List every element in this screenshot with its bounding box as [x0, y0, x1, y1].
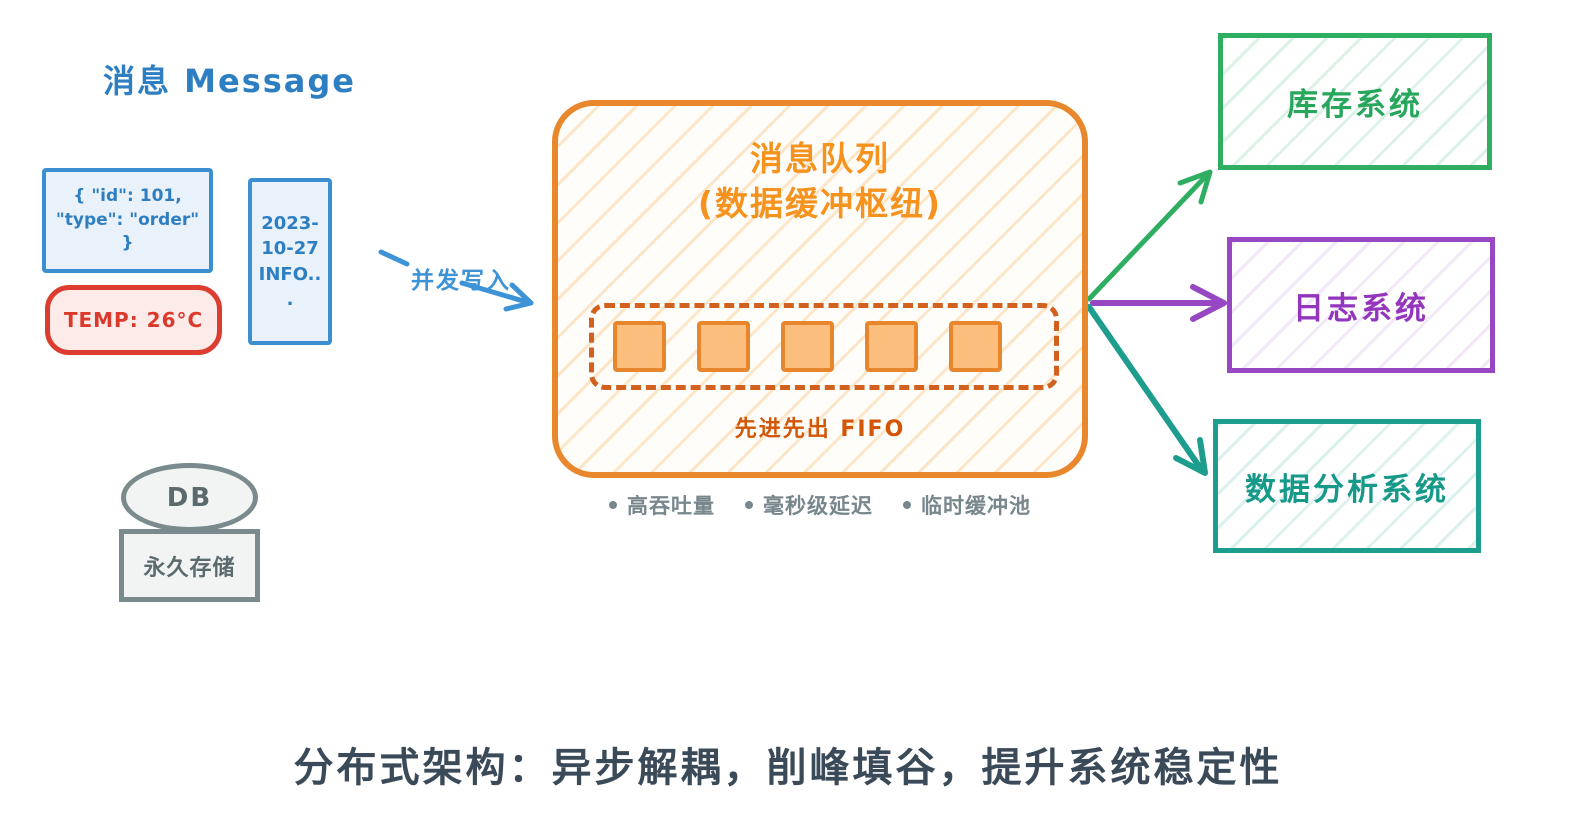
feature-item: 高吞吐量: [609, 490, 715, 520]
bullet-dot-icon: [745, 501, 753, 509]
log-line: 10-27: [261, 238, 319, 260]
json-line: { "id": 101,: [73, 185, 182, 206]
queue-slot: [949, 321, 1002, 372]
consumer-box-log: 日志系统: [1227, 237, 1495, 373]
queue-title: 消息队列 (数据缓冲枢纽): [558, 136, 1082, 226]
write-arrow-label: 并发写入: [411, 268, 511, 294]
bullet-dot-icon: [903, 501, 911, 509]
log-line: 2023-: [261, 213, 319, 235]
queue-slot: [613, 321, 666, 372]
footer-caption: 分布式架构：异步解耦，削峰填谷，提升系统稳定性: [293, 745, 1283, 791]
database-cylinder-top: DB: [121, 463, 258, 532]
queue-title-line2: (数据缓冲枢纽): [697, 184, 943, 223]
fifo-container: [589, 303, 1059, 390]
consumer-label: 库存系统: [1287, 87, 1423, 123]
feature-label: 毫秒级延迟: [763, 494, 873, 518]
json-line: "type": "order": [55, 209, 200, 230]
feature-label: 临时缓冲池: [921, 494, 1031, 518]
database-label: DB: [166, 482, 213, 513]
fifo-label: 先进先出 FIFO: [734, 417, 906, 442]
temp-message-box: TEMP: 26°C: [45, 285, 222, 355]
queue-slot: [781, 321, 834, 372]
feature-label: 高吞吐量: [627, 494, 715, 518]
queue-slot: [697, 321, 750, 372]
arrow-to-analytics: [1086, 304, 1208, 476]
queue-features: 高吞吐量 毫秒级延迟 临时缓冲池: [552, 490, 1088, 520]
consumer-label: 数据分析系统: [1245, 471, 1449, 508]
database-caption: 永久存储: [143, 555, 236, 581]
bullet-dot-icon: [609, 501, 617, 509]
log-message-box: 2023- 10-27 INFO.. .: [248, 178, 332, 345]
feature-item: 临时缓冲池: [903, 490, 1031, 520]
temp-label: TEMP: 26°C: [63, 308, 204, 332]
consumer-box-analytics: 数据分析系统: [1213, 419, 1481, 553]
log-line: .: [286, 288, 294, 310]
consumer-label: 日志系统: [1293, 290, 1429, 327]
page-title: 消息 Message: [103, 62, 356, 100]
feature-item: 毫秒级延迟: [745, 490, 873, 520]
queue-slot: [865, 321, 918, 372]
json-line: }: [121, 233, 134, 254]
log-line: INFO..: [258, 263, 322, 285]
arrow-to-inventory: [1086, 169, 1213, 302]
consumer-box-inventory: 库存系统: [1218, 33, 1492, 170]
json-message-box: { "id": 101, "type": "order" }: [42, 168, 213, 273]
arrow-to-log: [1090, 284, 1227, 322]
queue-box: 消息队列 (数据缓冲枢纽) 先进先出 FIFO: [552, 100, 1088, 478]
database-body: 永久存储: [119, 529, 260, 602]
queue-title-line1: 消息队列: [750, 139, 890, 178]
